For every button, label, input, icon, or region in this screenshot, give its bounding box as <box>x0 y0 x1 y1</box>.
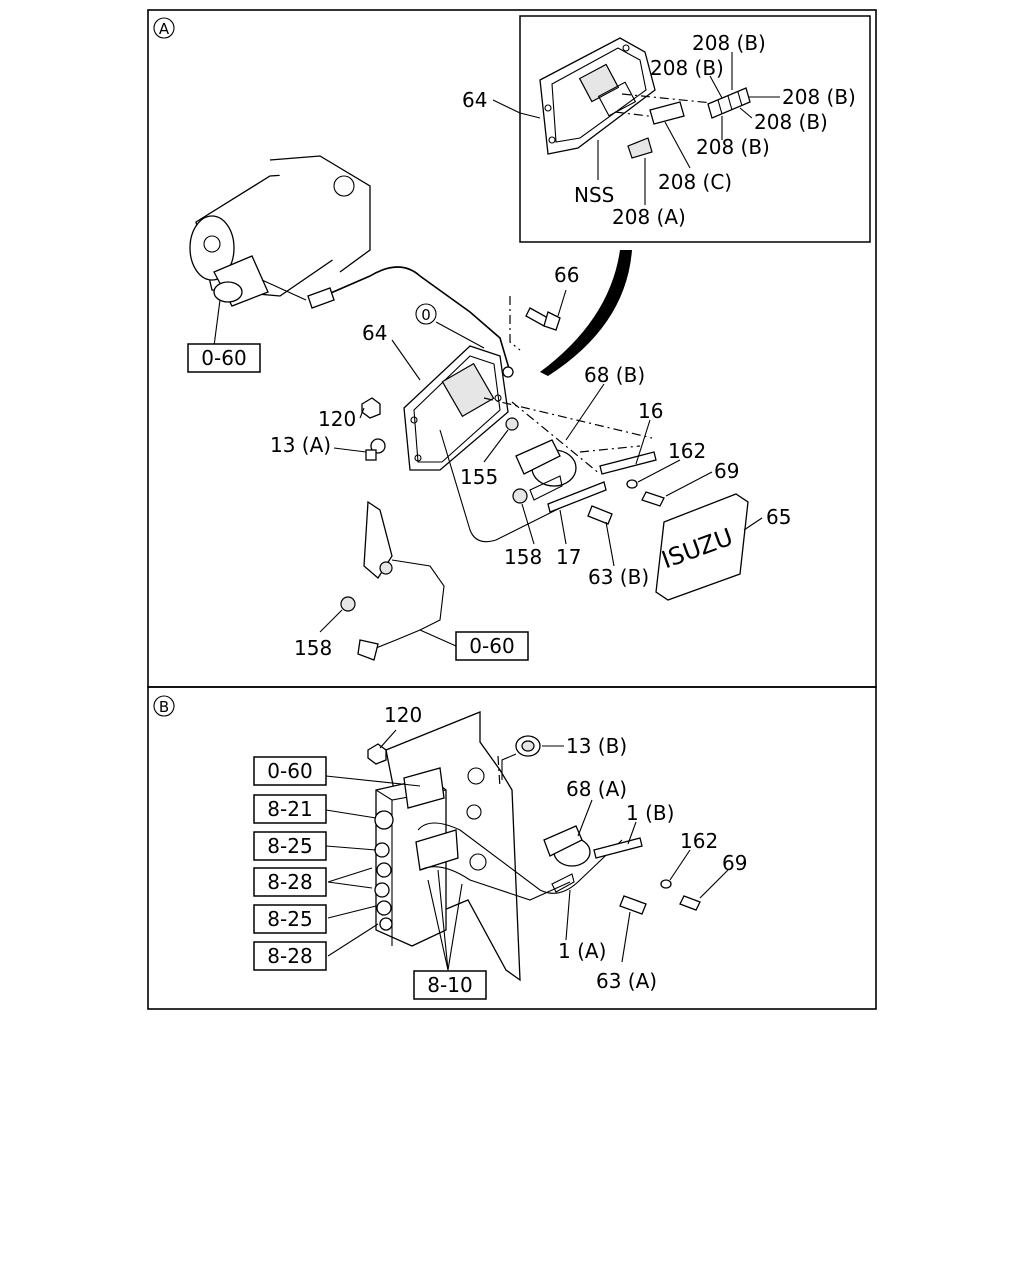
svg-text:0-60: 0-60 <box>267 759 312 783</box>
ref-box-8-28-b: 8-28 <box>253 941 327 971</box>
section-a-marker: A <box>153 17 175 39</box>
svg-text:0-60: 0-60 <box>201 346 246 370</box>
bolt-63a <box>619 895 647 915</box>
nut-158-a <box>512 488 528 504</box>
grommet-13a <box>365 438 386 461</box>
callout-66: 66 <box>554 263 579 287</box>
callout-120-a: 120 <box>318 407 356 431</box>
rod-1b <box>593 837 643 859</box>
svg-text:A: A <box>159 20 170 38</box>
svg-text:0-60: 0-60 <box>469 634 514 658</box>
inset-pointer <box>540 250 632 376</box>
callout-208b-5: 208 (B) <box>696 135 770 159</box>
callout-69-a: 69 <box>714 459 739 483</box>
isuzu-plate: ISUZU <box>655 493 749 601</box>
ref-box-8-25-b: 8-25 <box>253 904 327 934</box>
circle-marker-0: 0 <box>415 303 437 325</box>
callout-68a: 68 (A) <box>566 777 627 801</box>
wiring-lines-b <box>417 755 623 901</box>
svg-text:8-10: 8-10 <box>427 973 472 997</box>
valve-block <box>374 767 459 947</box>
relay-68a <box>543 825 591 893</box>
ref-box-0-60-a1: 0-60 <box>187 343 261 373</box>
bolt-66 <box>525 307 561 331</box>
section-b-marker: B <box>153 695 175 717</box>
bolt-63b <box>587 505 613 525</box>
svg-text:8-25: 8-25 <box>267 834 312 858</box>
callout-208a: 208 (A) <box>612 205 686 229</box>
ref-box-8-28-a: 8-28 <box>253 867 327 897</box>
bolt-69-a <box>641 491 665 507</box>
svg-text:0: 0 <box>421 306 431 324</box>
relay-box-detail <box>539 37 656 155</box>
ref-box-8-10: 8-10 <box>413 970 487 1000</box>
svg-text:8-25: 8-25 <box>267 907 312 931</box>
callout-208b-1: 208 (B) <box>692 31 766 55</box>
callout-13b: 13 (B) <box>566 734 627 758</box>
washer-162-a <box>626 479 638 489</box>
starter-cable <box>307 266 511 373</box>
callout-208b-4: 208 (B) <box>754 110 828 134</box>
callout-155: 155 <box>460 465 498 489</box>
svg-text:8-28: 8-28 <box>267 870 312 894</box>
callout-17: 17 <box>556 545 581 569</box>
bolt-69-b <box>679 895 701 911</box>
rod-16 <box>599 451 657 475</box>
ref-box-0-60-b: 0-60 <box>253 756 327 786</box>
callout-158-a: 158 <box>504 545 542 569</box>
callout-158-b: 158 <box>294 636 332 660</box>
grommet-13b <box>515 735 541 757</box>
fuse-block-208b <box>707 87 751 119</box>
svg-text:B: B <box>159 698 169 716</box>
callout-nss: NSS <box>574 183 614 207</box>
callout-63a: 63 (A) <box>596 969 657 993</box>
nut-120-b <box>367 743 387 765</box>
section-b-frame <box>147 686 877 1010</box>
callout-16: 16 <box>638 399 663 423</box>
relay-68b <box>515 439 577 501</box>
callout-13a: 13 (A) <box>270 433 331 457</box>
callout-120-b: 120 <box>384 703 422 727</box>
leaders-a <box>319 289 763 647</box>
callout-69-b: 69 <box>722 851 747 875</box>
ref-box-0-60-a2: 0-60 <box>455 631 529 661</box>
harness-bracket <box>357 500 445 661</box>
callout-208b-3: 208 (B) <box>782 85 856 109</box>
detail-inset: 64 208 (B) 208 (B) 208 (B) 208 (B) 208 (… <box>462 15 871 243</box>
starter-motor <box>189 155 371 347</box>
callout-63b: 63 (B) <box>588 565 649 589</box>
callout-208b-2: 208 (B) <box>650 56 724 80</box>
nut-155 <box>505 417 519 431</box>
nut-158-b <box>340 596 356 612</box>
fuse-208c <box>649 101 685 125</box>
callout-64: 64 <box>362 321 387 345</box>
washer-162-b <box>660 879 672 889</box>
svg-text:8-28: 8-28 <box>267 944 312 968</box>
callout-162-b: 162 <box>680 829 718 853</box>
leaders-b <box>325 729 729 971</box>
ref-box-8-21: 8-21 <box>253 794 327 824</box>
fuse-208a <box>627 137 653 159</box>
ref-box-8-25-a: 8-25 <box>253 831 327 861</box>
nut-120 <box>361 397 381 419</box>
callout-208c: 208 (C) <box>658 170 732 194</box>
callout-1a: 1 (A) <box>558 939 606 963</box>
callout-162-a: 162 <box>668 439 706 463</box>
callout-64-inset: 64 <box>462 88 487 112</box>
relay-box <box>403 345 514 471</box>
callout-65: 65 <box>766 505 791 529</box>
callout-1b: 1 (B) <box>626 801 674 825</box>
wiring-lines-a <box>439 296 653 543</box>
callout-68b: 68 (B) <box>584 363 645 387</box>
svg-text:8-21: 8-21 <box>267 797 312 821</box>
rod-17 <box>547 481 607 513</box>
